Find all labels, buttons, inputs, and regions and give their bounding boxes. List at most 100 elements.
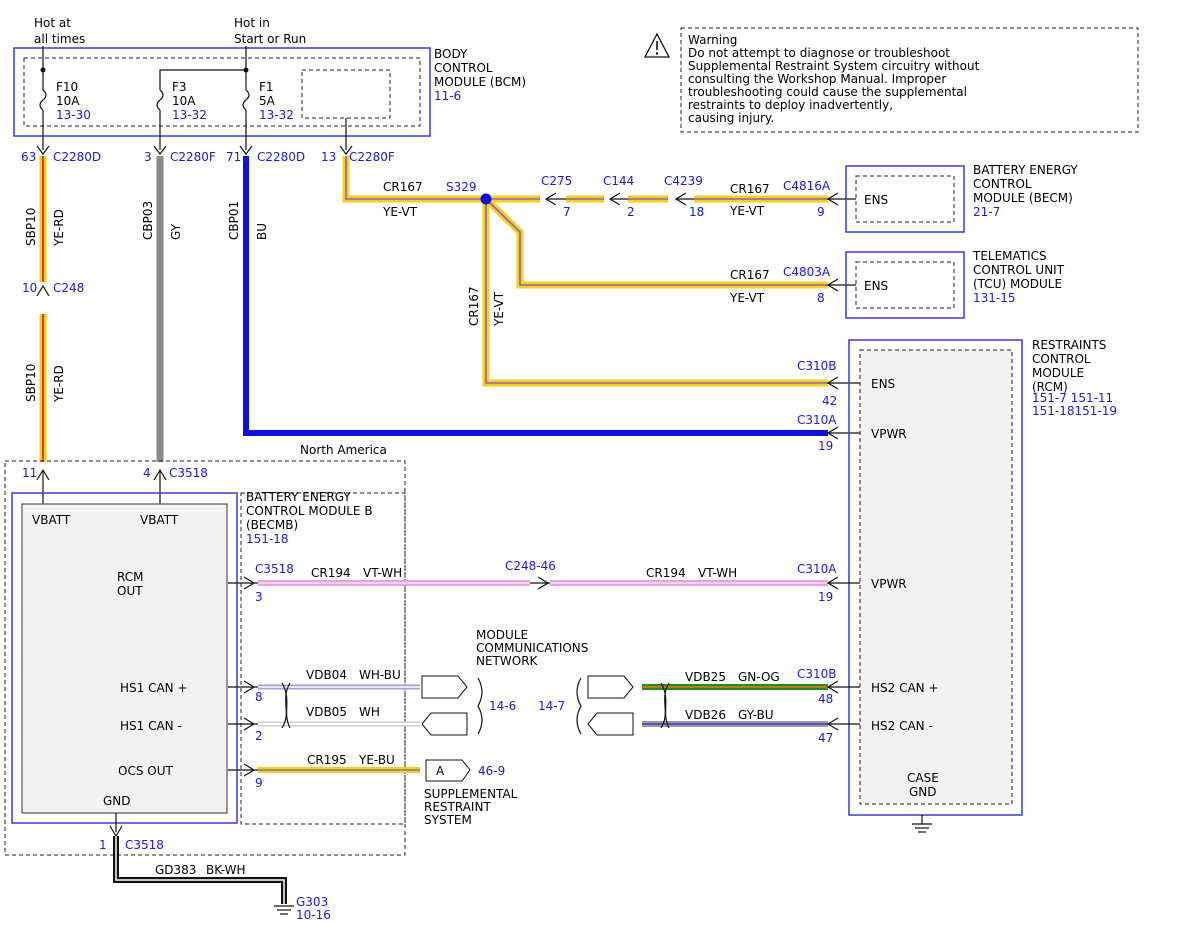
becmb-box bbox=[11, 492, 238, 824]
fuse-f3-id: F3 bbox=[172, 80, 187, 94]
conn-c2280d-2: C2280D bbox=[257, 150, 305, 164]
rcm-pin-vpwr-2: VPWR bbox=[871, 577, 907, 591]
becmb-conn-c3518: C3518 bbox=[169, 466, 208, 480]
warning-line-3: Supplemental Restraint System circuitry … bbox=[688, 59, 980, 73]
becm-inner bbox=[855, 175, 955, 223]
becmb-pin-4: 4 bbox=[143, 466, 151, 480]
c248-pin-arrow bbox=[36, 284, 50, 297]
tcu-ref: 131-15 bbox=[973, 291, 1016, 305]
pin-71: 71 bbox=[226, 150, 241, 164]
cbp03-circuit: CBP03 bbox=[141, 201, 155, 240]
becmb-ref: 151-18 bbox=[246, 532, 289, 546]
rcm-ref-1: 151-7 151-11 bbox=[1032, 391, 1113, 405]
fuse-f3-ref: 13-32 bbox=[172, 108, 207, 122]
north-america-label: North America bbox=[300, 443, 387, 457]
srs-connector bbox=[425, 759, 471, 782]
twisted-pair-icon-left bbox=[281, 682, 291, 729]
cr194-color-1: VT-WH bbox=[363, 566, 402, 580]
c275-label: C275 bbox=[541, 174, 572, 188]
becm-ref: 21-7 bbox=[973, 205, 1000, 219]
tcu-box bbox=[845, 251, 965, 319]
node-f10 bbox=[40, 67, 46, 73]
twisted-pair-icon-right bbox=[660, 682, 670, 729]
srs-name-3: SYSTEM bbox=[424, 813, 472, 827]
c248-conn: C248 bbox=[53, 281, 84, 295]
gd383-circuit: GD383 bbox=[155, 863, 196, 877]
cr195-pin: 9 bbox=[255, 776, 263, 790]
warning-line-1: Warning bbox=[688, 33, 737, 47]
hot-always-label-1: Hot at bbox=[34, 16, 71, 30]
rcm-pin-hs2-can-plus: HS2 CAN + bbox=[871, 681, 939, 695]
rcm-inner bbox=[859, 349, 1013, 805]
pin-3: 3 bbox=[144, 150, 152, 164]
c4803a-pin: 8 bbox=[817, 291, 825, 305]
cr194-right-pin: 19 bbox=[818, 590, 833, 604]
cr194-mid-conn: C248-46 bbox=[505, 559, 556, 573]
fuse-f10-id: F10 bbox=[56, 80, 78, 94]
feed-f3 bbox=[159, 69, 246, 90]
c144-pin: 2 bbox=[627, 205, 635, 219]
mcn-left-connector-1 bbox=[421, 675, 468, 699]
rcm-pin-vpwr-1: VPWR bbox=[871, 427, 907, 441]
vdb25-pin: 48 bbox=[818, 692, 833, 706]
rcm-case-gnd-1: CASE bbox=[907, 771, 939, 785]
srs-tag: A bbox=[436, 764, 445, 778]
rcm-pin-hs2-can-minus: HS2 CAN - bbox=[871, 719, 933, 733]
fuse-f3-icon bbox=[156, 89, 164, 111]
fuse-f10-ref: 13-30 bbox=[56, 108, 91, 122]
mcn-left-connector-2 bbox=[421, 712, 468, 736]
wire-vdb05 bbox=[228, 717, 420, 731]
becm-ens-label: ENS bbox=[864, 193, 888, 207]
c4803a-label: C4803A bbox=[783, 265, 831, 279]
bcm-inner bbox=[23, 57, 421, 127]
cr194-left-conn: C3518 bbox=[255, 562, 294, 576]
sbp10-lower-color: YE-RD bbox=[52, 365, 66, 403]
mcn-ref-right: 14-7 bbox=[538, 699, 565, 713]
tcu-name-3: (TCU) MODULE bbox=[973, 277, 1062, 291]
warning-icon bbox=[643, 32, 671, 58]
cr167-top-circuit: CR167 bbox=[383, 180, 423, 194]
fuse-f10-rating: 10A bbox=[56, 94, 80, 108]
gd383-color: BK-WH bbox=[206, 863, 246, 877]
cr194-color-2: VT-WH bbox=[698, 566, 737, 580]
rcm-case-gnd-2: GND bbox=[909, 785, 937, 799]
vdb05-pin: 2 bbox=[255, 729, 263, 743]
cr167-becm-color: YE-VT bbox=[729, 204, 765, 218]
becmb-rcm-out-2: OUT bbox=[117, 584, 143, 598]
warning-line-7: causing injury. bbox=[688, 111, 774, 125]
mcn-right-connector-1 bbox=[587, 675, 634, 699]
wire-cr195 bbox=[228, 763, 420, 777]
mcn-name-1: MODULE bbox=[476, 628, 528, 642]
ground-g303-icon bbox=[274, 905, 294, 915]
wire-cr194 bbox=[228, 576, 860, 590]
becmb-pin-ocs-out: OCS OUT bbox=[118, 764, 173, 778]
becmb-pin-hs1-can-plus: HS1 CAN + bbox=[120, 681, 188, 695]
conn-c2280f-2: C2280F bbox=[349, 150, 395, 164]
mcn-ref-left: 14-6 bbox=[489, 699, 516, 713]
srs-name-1: SUPPLEMENTAL bbox=[424, 787, 518, 801]
rcm-name-2: CONTROL bbox=[1032, 352, 1091, 366]
c310a-vpwr-label: C310A bbox=[797, 413, 837, 427]
mcn-name-2: COMMUNICATIONS bbox=[476, 641, 588, 655]
cr194-circuit-1: CR194 bbox=[311, 566, 351, 580]
pin-13: 13 bbox=[321, 150, 336, 164]
fuse-f1-id: F1 bbox=[259, 80, 274, 94]
c4816a-label: C4816A bbox=[783, 179, 831, 193]
cr167-tcu-circuit: CR167 bbox=[730, 268, 770, 282]
inline-connector-arrows bbox=[544, 192, 694, 206]
bcm-name-1: BODY bbox=[434, 47, 468, 61]
cbp01-circuit: CBP01 bbox=[227, 201, 241, 240]
gd383-pin: 1 bbox=[99, 838, 107, 852]
bcm-name-3: MODULE (BCM) bbox=[434, 75, 526, 89]
becm-name-3: MODULE (BECM) bbox=[973, 191, 1073, 205]
cr194-right-conn: C310A bbox=[797, 562, 837, 576]
rcm-name-3: MODULE bbox=[1032, 366, 1084, 380]
mcn-left-brace bbox=[477, 677, 483, 735]
mcn-name-3: NETWORK bbox=[476, 654, 539, 668]
becmb-pin-vbatt-2: VBATT bbox=[140, 513, 179, 527]
hot-run-label-2: Start or Run bbox=[234, 32, 306, 46]
bcm-ref: 11-6 bbox=[434, 89, 461, 103]
sbp10-upper-circuit: SBP10 bbox=[24, 208, 38, 246]
c4239-pin: 18 bbox=[689, 205, 704, 219]
c248-pin: 10 bbox=[22, 281, 37, 295]
